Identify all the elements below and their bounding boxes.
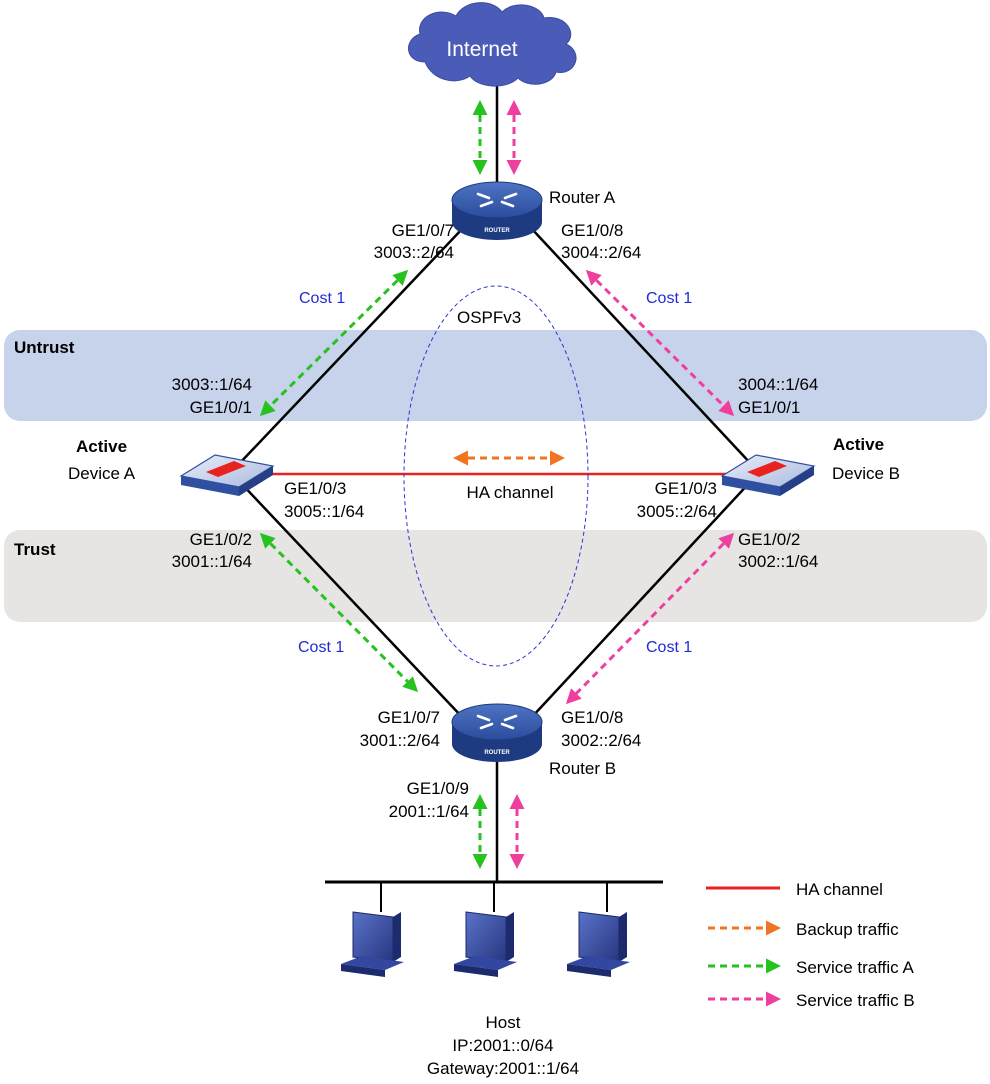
legend-service-b-label: Service traffic B bbox=[796, 991, 915, 1010]
untrust-zone-band bbox=[4, 330, 987, 421]
router-b-left-ip: 3001::2/64 bbox=[360, 731, 440, 750]
device-a-ha-port: GE1/0/3 bbox=[284, 479, 346, 498]
host-gateway: Gateway:2001::1/64 bbox=[427, 1059, 579, 1078]
router-a-right-port: GE1/0/8 bbox=[561, 221, 623, 240]
trust-zone-label: Trust bbox=[14, 540, 56, 559]
device-b-firewall-icon bbox=[720, 454, 816, 496]
router-b-down-port: GE1/0/9 bbox=[407, 779, 469, 798]
ha-channel-label: HA channel bbox=[467, 483, 554, 502]
device-b-ha-ip: 3005::2/64 bbox=[637, 502, 717, 521]
legend-backup-traffic-label: Backup traffic bbox=[796, 920, 899, 939]
legend-service-a-label: Service traffic A bbox=[796, 958, 914, 977]
host-name: Host bbox=[486, 1013, 521, 1032]
router-b-icon: ROUTER bbox=[451, 703, 543, 762]
host-pc-2-icon bbox=[454, 911, 517, 977]
ospf-label: OSPFv3 bbox=[457, 308, 521, 327]
router-a-left-port: GE1/0/7 bbox=[392, 221, 454, 240]
untrust-zone-label: Untrust bbox=[14, 338, 75, 357]
device-b-down-port: GE1/0/2 bbox=[738, 530, 800, 549]
host-pc-1-icon bbox=[341, 911, 404, 977]
router-b-right-ip: 3002::2/64 bbox=[561, 731, 641, 750]
router-a-name: Router A bbox=[549, 188, 616, 207]
service-a-arrow-lower bbox=[259, 532, 419, 693]
cost-top-left: Cost 1 bbox=[299, 290, 345, 307]
ospf-area-ellipse bbox=[403, 285, 589, 667]
device-b-down-ip: 3002::1/64 bbox=[738, 552, 818, 571]
device-a-ha-ip: 3005::1/64 bbox=[284, 502, 364, 521]
legend-ha-channel-label: HA channel bbox=[796, 880, 883, 899]
router-b-right-port: GE1/0/8 bbox=[561, 708, 623, 727]
router-a-left-ip: 3003::2/64 bbox=[374, 243, 454, 262]
router-b-name: Router B bbox=[549, 759, 616, 778]
cost-bottom-right: Cost 1 bbox=[646, 639, 692, 656]
device-a-up-ip: 3003::1/64 bbox=[172, 375, 252, 394]
router-a-right-ip: 3004::2/64 bbox=[561, 243, 641, 262]
router-b-down-ip: 2001::1/64 bbox=[389, 802, 469, 821]
device-b-name: Device B bbox=[832, 464, 900, 483]
router-b-left-port: GE1/0/7 bbox=[378, 708, 440, 727]
trust-zone-band bbox=[4, 530, 987, 622]
device-b-up-ip: 3004::1/64 bbox=[738, 375, 818, 394]
device-a-name: Device A bbox=[68, 464, 136, 483]
service-b-arrow-upper bbox=[585, 269, 735, 417]
router-b-badge: ROUTER bbox=[484, 750, 510, 756]
legend: HA channel Backup traffic Service traffi… bbox=[706, 880, 915, 1010]
cost-top-right: Cost 1 bbox=[646, 290, 692, 307]
service-b-arrow-lower bbox=[565, 532, 735, 705]
cost-bottom-left: Cost 1 bbox=[298, 639, 344, 656]
device-a-down-port: GE1/0/2 bbox=[190, 530, 252, 549]
device-b-state: Active bbox=[833, 435, 884, 454]
device-a-state: Active bbox=[76, 437, 127, 456]
router-a-badge: ROUTER bbox=[484, 228, 510, 234]
device-b-ha-port: GE1/0/3 bbox=[655, 479, 717, 498]
router-a-icon: ROUTER bbox=[451, 181, 543, 240]
host-pc-3-icon bbox=[567, 911, 630, 977]
internet-cloud-icon: Internet bbox=[408, 2, 577, 87]
device-b-up-port: GE1/0/1 bbox=[738, 398, 800, 417]
service-a-arrow-upper bbox=[259, 269, 409, 417]
internet-label: Internet bbox=[446, 38, 517, 61]
device-a-down-ip: 3001::1/64 bbox=[172, 552, 252, 571]
device-a-firewall-icon bbox=[179, 454, 275, 496]
device-a-up-port: GE1/0/1 bbox=[190, 398, 252, 417]
host-ip: IP:2001::0/64 bbox=[452, 1036, 553, 1055]
